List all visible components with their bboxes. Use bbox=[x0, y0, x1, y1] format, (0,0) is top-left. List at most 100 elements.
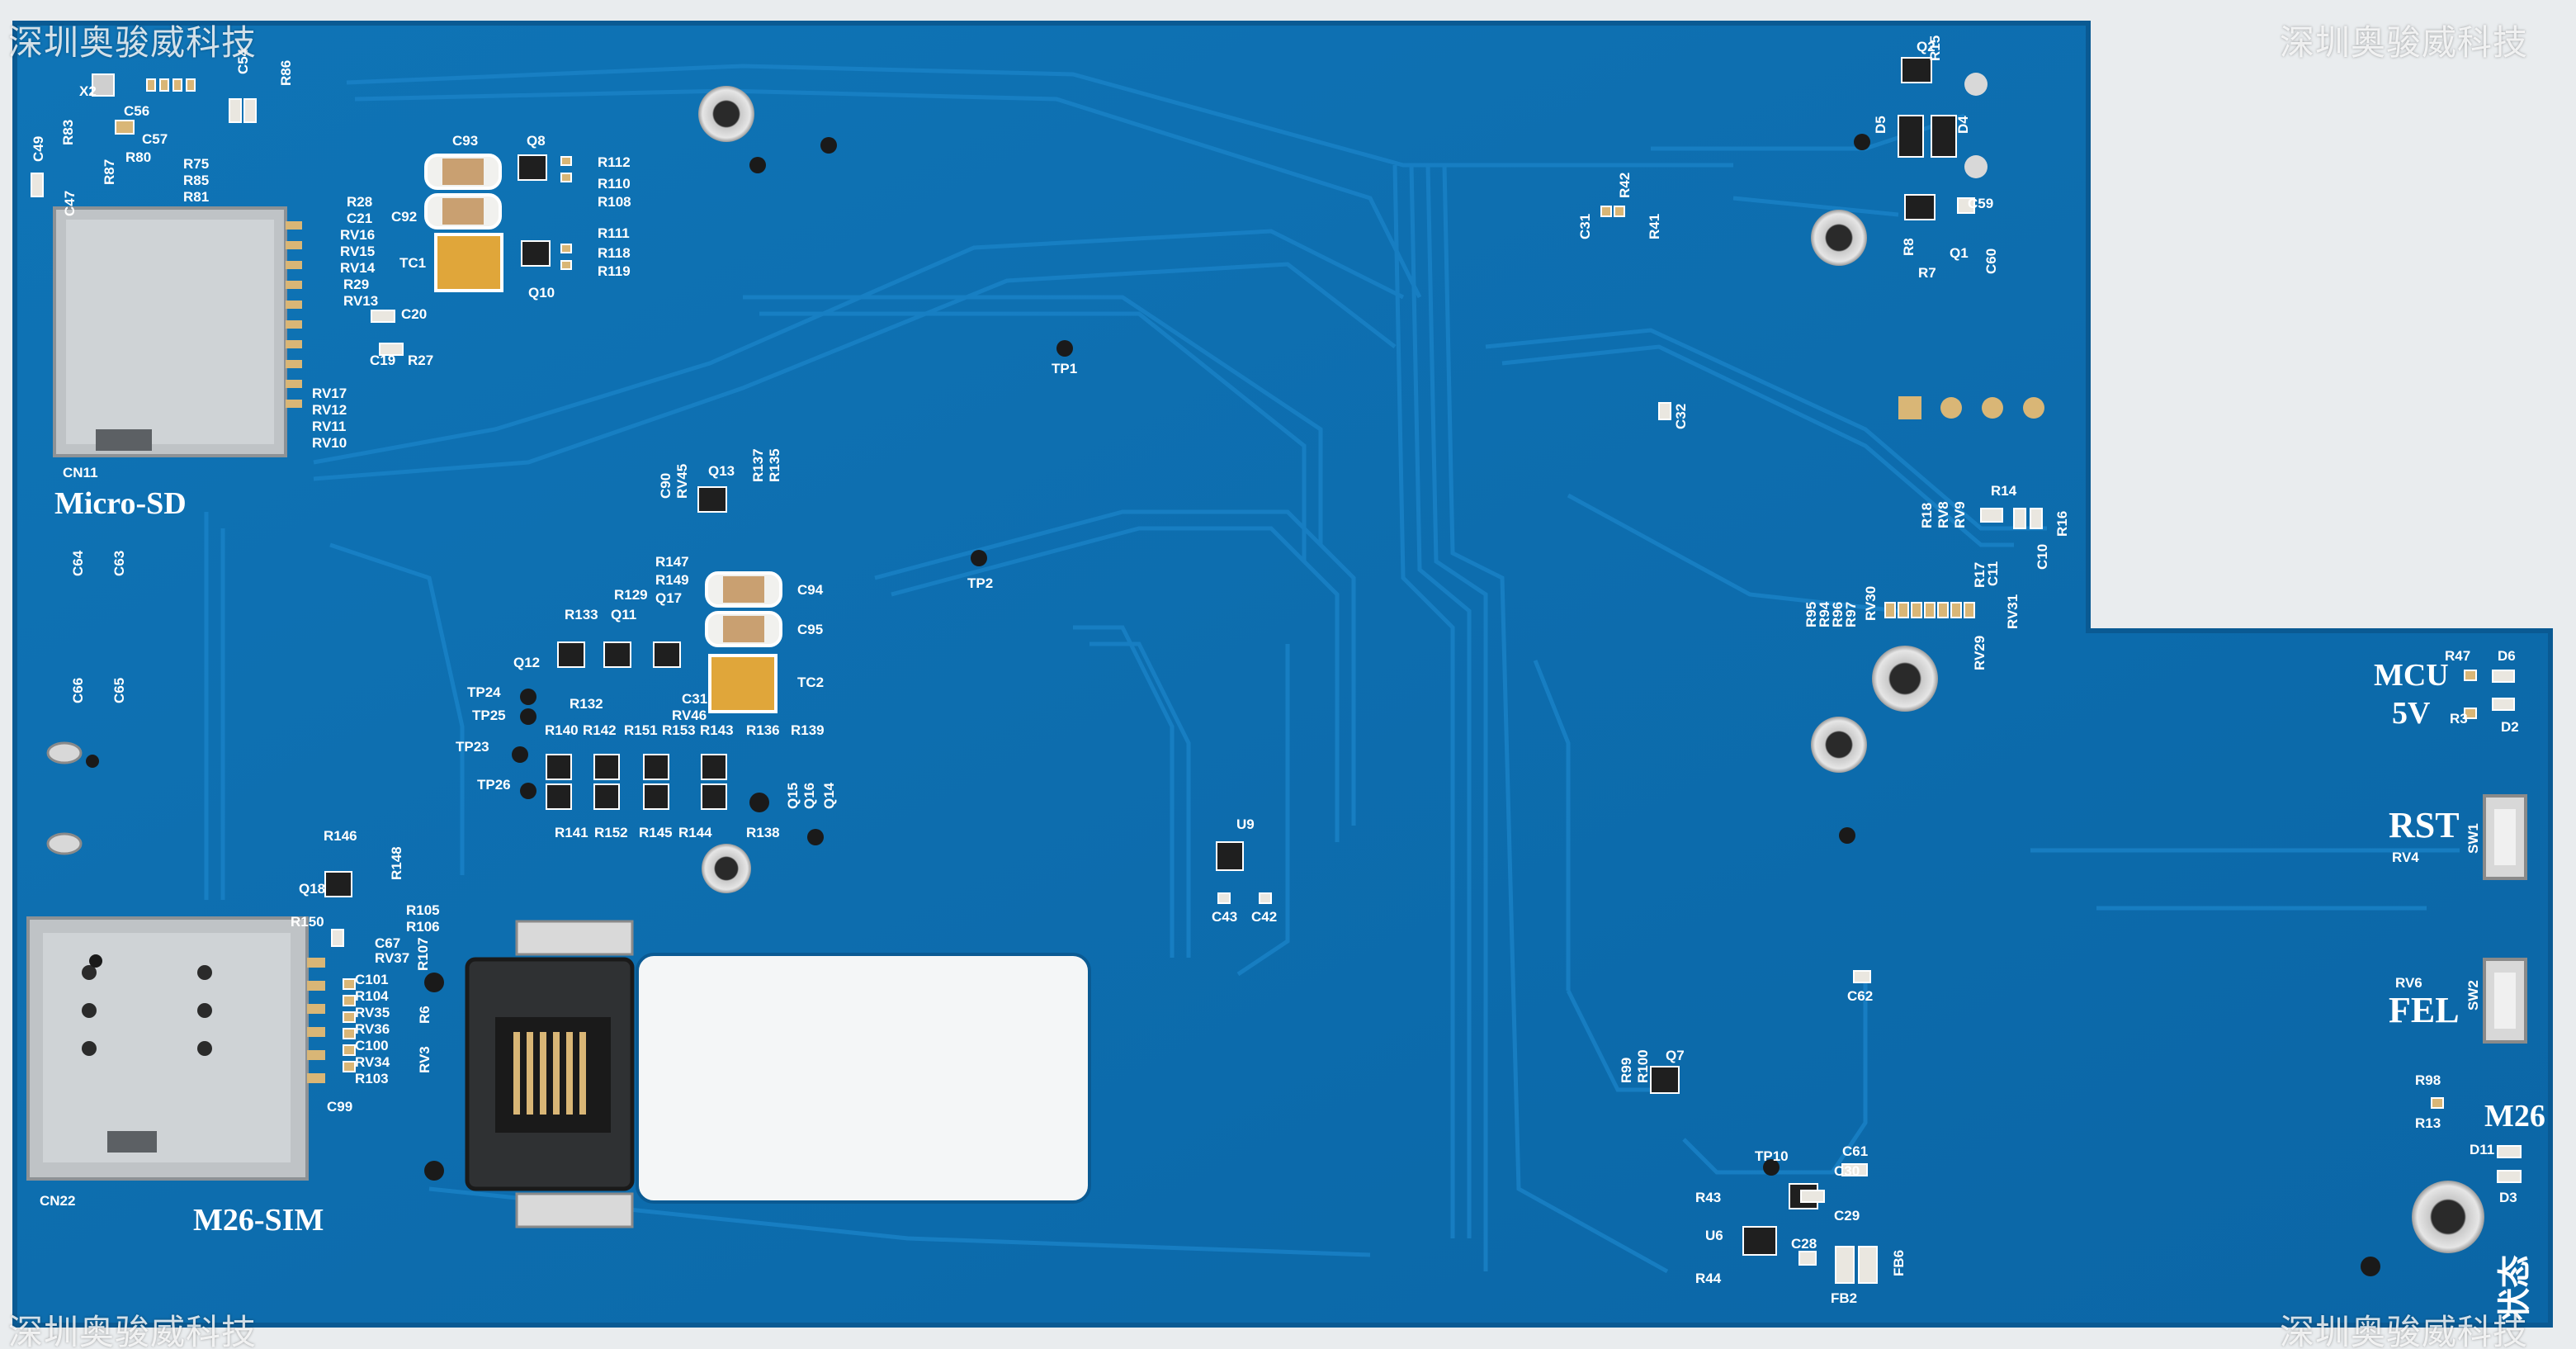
designator-q17: Q17 bbox=[655, 590, 682, 606]
designator-r141: R141 bbox=[555, 825, 588, 840]
smd-part-59 bbox=[2492, 698, 2515, 711]
via-15 bbox=[86, 755, 99, 768]
designator-tp24: TP24 bbox=[467, 684, 501, 700]
designator-r8: R8 bbox=[1901, 238, 1917, 256]
designator-c93: C93 bbox=[452, 133, 478, 149]
trace-24 bbox=[1682, 974, 1868, 1175]
designator-r149: R149 bbox=[655, 572, 689, 588]
designator-rv16: RV16 bbox=[340, 227, 375, 243]
designator-r43: R43 bbox=[1695, 1190, 1721, 1205]
designator-r104: R104 bbox=[355, 988, 389, 1004]
designator-r140: R140 bbox=[545, 722, 579, 738]
designator-q11: Q11 bbox=[611, 607, 636, 622]
via-16 bbox=[89, 954, 102, 968]
trace-11 bbox=[891, 526, 1340, 842]
smd-part-39 bbox=[1259, 892, 1272, 904]
smd-part-2 bbox=[159, 78, 169, 92]
designator-r107: R107 bbox=[415, 937, 431, 971]
trace-12 bbox=[1073, 625, 1175, 958]
designator-r7: R7 bbox=[1918, 265, 1936, 281]
trace-25 bbox=[1566, 989, 1651, 1092]
trace-6 bbox=[1425, 164, 1488, 1271]
via-14 bbox=[2361, 1257, 2380, 1276]
smd-part-35 bbox=[343, 1044, 356, 1056]
designator-r44: R44 bbox=[1695, 1271, 1722, 1286]
designator-tc1: TC1 bbox=[399, 255, 426, 271]
designator-r100: R100 bbox=[1635, 1049, 1651, 1083]
smd-part-36 bbox=[343, 1061, 356, 1072]
smd-part-27 bbox=[643, 783, 669, 810]
smd-part-45 bbox=[1600, 206, 1612, 217]
designator-c47: C47 bbox=[62, 191, 78, 216]
designator-sw2: SW2 bbox=[2465, 980, 2481, 1011]
smd-part-48 bbox=[1980, 508, 2003, 523]
designator-cn22: CN22 bbox=[40, 1193, 75, 1209]
designator-rv14: RV14 bbox=[340, 260, 376, 276]
designator-r152: R152 bbox=[594, 825, 628, 840]
smd-components bbox=[31, 57, 2522, 1284]
designator-cn11: CN11 bbox=[63, 465, 98, 480]
designator-r119: R119 bbox=[598, 263, 631, 279]
designator-rv17: RV17 bbox=[312, 386, 347, 401]
sim-socket bbox=[26, 916, 325, 1181]
designator-c42: C42 bbox=[1251, 909, 1277, 925]
smd-part-47 bbox=[1658, 402, 1671, 420]
designator-r41: R41 bbox=[1647, 214, 1662, 239]
smd-part-9 bbox=[518, 154, 547, 181]
designator-r3: R3 bbox=[2450, 711, 2468, 727]
designator-q18: Q18 bbox=[299, 881, 325, 897]
smd-part-14 bbox=[560, 260, 572, 270]
smd-part-3 bbox=[173, 78, 182, 92]
designator-c101: C101 bbox=[355, 972, 389, 987]
designator-r112: R112 bbox=[598, 154, 631, 170]
header-pads bbox=[1898, 396, 2044, 419]
via-7 bbox=[520, 783, 536, 799]
smd-part-37 bbox=[1216, 841, 1244, 871]
smd-part-17 bbox=[697, 486, 727, 513]
designator-c60: C60 bbox=[1983, 248, 1999, 274]
smd-part-38 bbox=[1217, 892, 1231, 904]
designator-r27: R27 bbox=[408, 353, 433, 368]
designator-c95: C95 bbox=[797, 622, 823, 637]
micro-sd-socket bbox=[53, 206, 302, 457]
designator-r6: R6 bbox=[417, 1006, 432, 1024]
via-11 bbox=[424, 1161, 444, 1181]
designator-r137: R137 bbox=[750, 448, 766, 482]
designator-c11: C11 bbox=[1985, 561, 2001, 586]
designator-r148: R148 bbox=[389, 846, 404, 880]
trace-10 bbox=[874, 509, 1356, 826]
designator-r138: R138 bbox=[746, 825, 780, 840]
designator-r87: R87 bbox=[102, 159, 117, 185]
smd-part-10 bbox=[521, 240, 551, 267]
trace-27 bbox=[1236, 644, 1290, 977]
designator-r80: R80 bbox=[125, 149, 151, 165]
smd-part-63 bbox=[1650, 1066, 1680, 1094]
trace-9 bbox=[759, 311, 1307, 561]
designator-r15: R15 bbox=[1927, 36, 1943, 61]
smd-part-4 bbox=[186, 78, 196, 92]
designator-r108: R108 bbox=[598, 194, 631, 210]
designator-tp23: TP23 bbox=[456, 739, 489, 755]
label-micro-sd: Micro-SD bbox=[54, 486, 187, 521]
smd-part-69 bbox=[1800, 1190, 1825, 1203]
designator-r135: R135 bbox=[767, 448, 782, 482]
designator-rv46: RV46 bbox=[672, 708, 707, 723]
smd-part-26 bbox=[593, 783, 620, 810]
trace-4 bbox=[1392, 164, 1455, 1238]
designator-r42: R42 bbox=[1617, 173, 1633, 198]
designator-c19: C19 bbox=[370, 353, 395, 368]
vias bbox=[86, 134, 2380, 1276]
smd-part-43 bbox=[1904, 194, 1936, 220]
designator-r98: R98 bbox=[2415, 1072, 2441, 1088]
tactile-switches bbox=[2483, 794, 2527, 1044]
trace-8 bbox=[743, 295, 1323, 545]
designator-c61: C61 bbox=[1842, 1143, 1868, 1159]
designator-r16: R16 bbox=[2054, 511, 2070, 537]
designator-r139: R139 bbox=[791, 722, 825, 738]
capacitors bbox=[424, 73, 1988, 713]
designator-c63: C63 bbox=[111, 551, 127, 576]
designator-r85: R85 bbox=[183, 173, 209, 188]
designator-r29: R29 bbox=[343, 277, 369, 292]
designator-c67: C67 bbox=[375, 935, 400, 951]
